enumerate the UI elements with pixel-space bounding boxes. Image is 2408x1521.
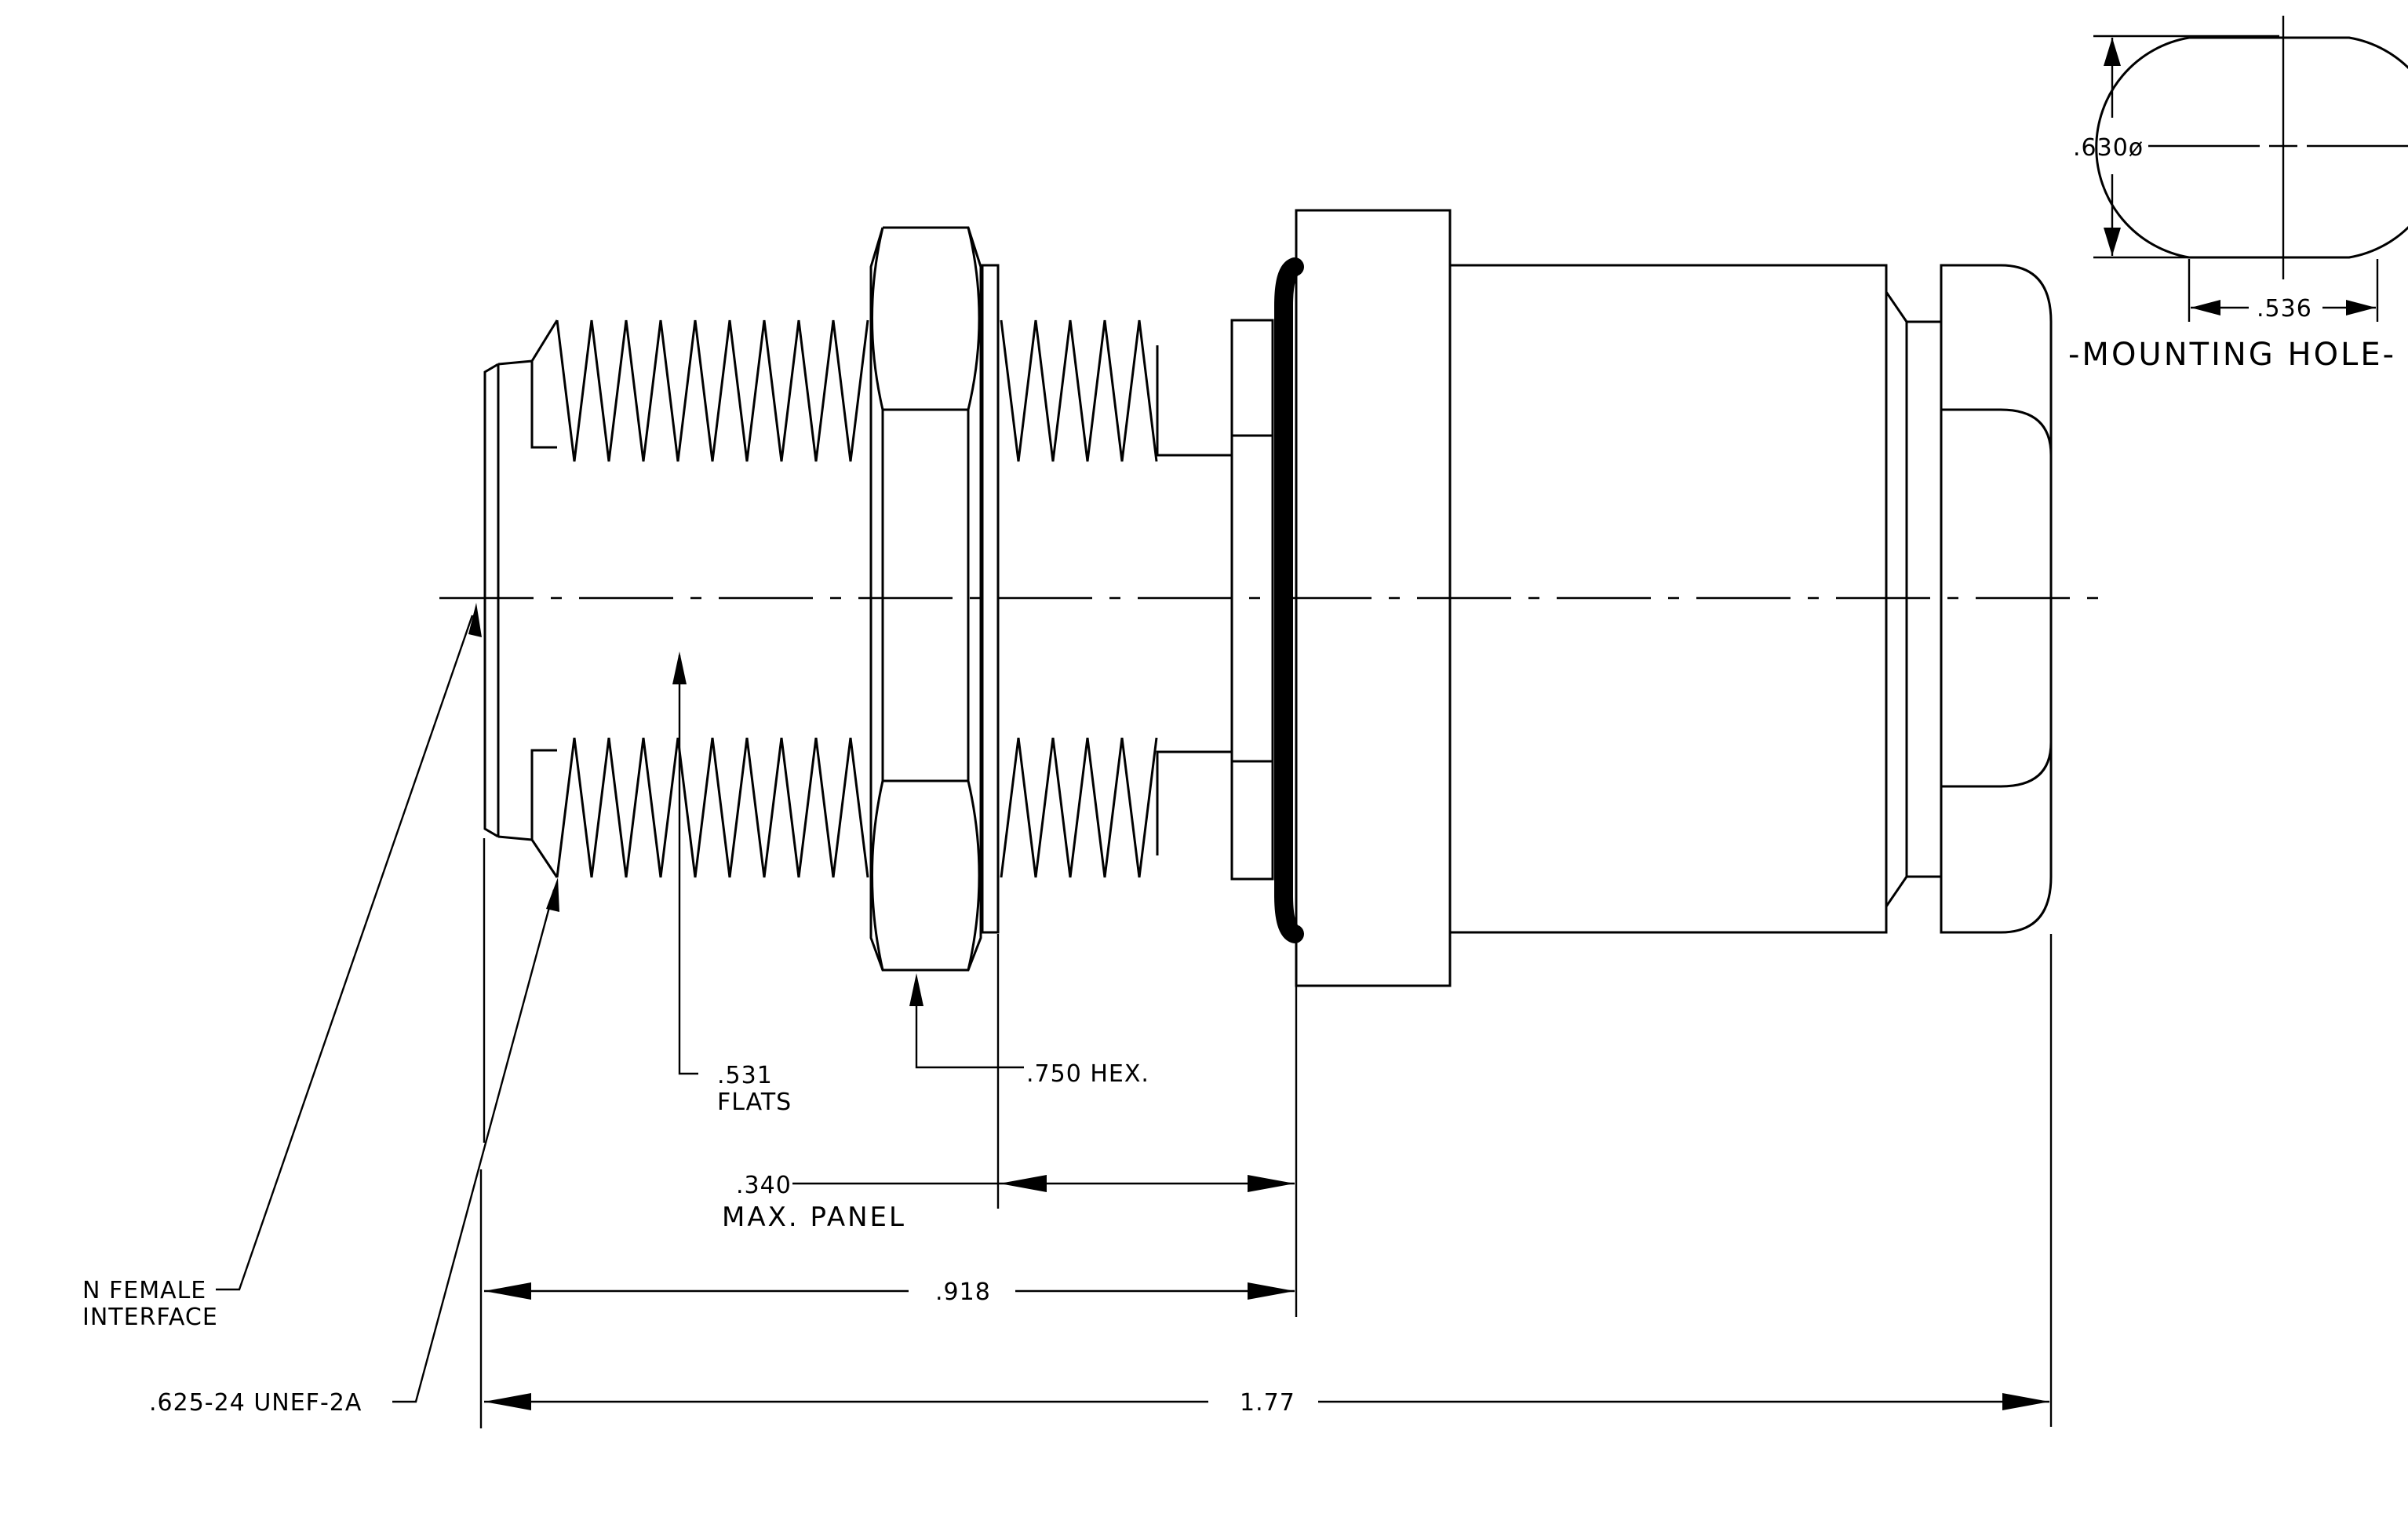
label-hole-diameter: .630ø — [2073, 134, 2144, 162]
leader-hex — [909, 973, 1024, 1069]
thread-right — [1000, 319, 1158, 878]
label-n-female: N FEMALE — [82, 1277, 206, 1304]
leader-flats — [672, 651, 698, 1075]
mounting-hole-detail — [2093, 16, 2408, 322]
extension-lines — [479, 838, 2053, 1428]
hex-nut — [869, 226, 982, 972]
lock-washer — [981, 264, 1000, 934]
label-max-panel: MAX. PANEL — [722, 1202, 906, 1233]
label-dim-177: 1.77 — [1240, 1389, 1295, 1417]
label-panel-value: .340 — [736, 1172, 792, 1199]
label-hex: .750 HEX. — [1026, 1060, 1149, 1088]
dim-918 — [484, 1282, 1295, 1300]
rear-shoulder — [1156, 257, 1304, 943]
label-hole-flat-width: .536 — [2257, 295, 2312, 323]
label-flats: FLATS — [717, 1089, 792, 1116]
mounting-hole-outline — [2095, 36, 2408, 259]
leader-thread-spec — [392, 877, 559, 1403]
dim-panel — [792, 1175, 1295, 1192]
label-interface: INTERFACE — [82, 1304, 218, 1331]
o-ring-gasket — [1274, 257, 1304, 943]
rear-cap — [1885, 264, 2053, 934]
thread-left — [556, 319, 869, 878]
dim-177 — [484, 1393, 2049, 1410]
label-mounting-hole: -MOUNTING HOLE- — [2068, 337, 2396, 373]
label-thread-spec: .625-24 UNEF-2A — [149, 1389, 362, 1417]
leader-n-female — [216, 603, 482, 1291]
label-dim-918: .918 — [935, 1278, 991, 1306]
connector-body — [1448, 264, 1888, 934]
front-interface — [483, 319, 559, 878]
label-flats-value: .531 — [717, 1062, 773, 1089]
